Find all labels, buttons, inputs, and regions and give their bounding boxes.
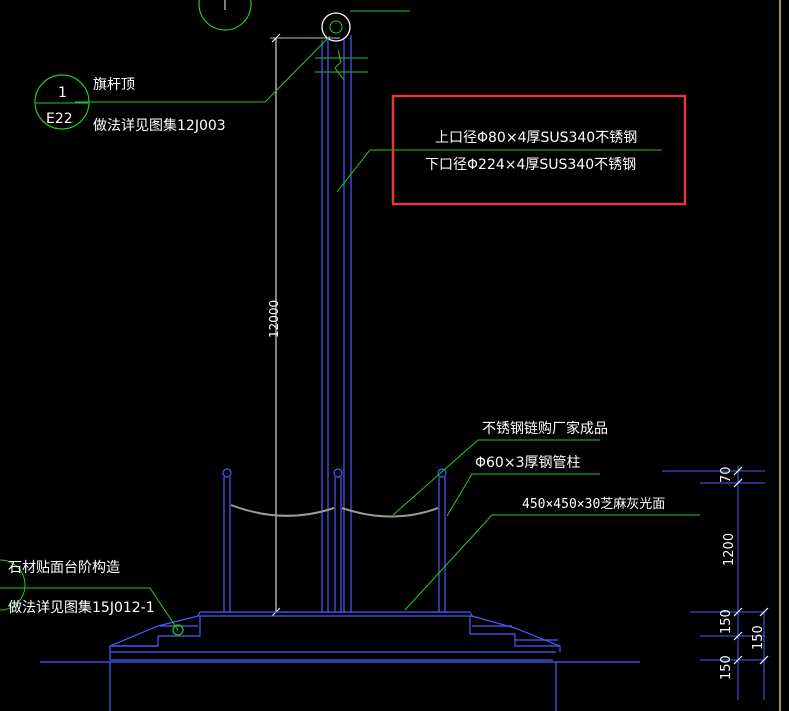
steps-callout-reference: 做法详见图集15J012-1 <box>8 599 155 616</box>
chain-label: 不锈钢链购厂家成品 <box>482 420 608 437</box>
pole-spec-leader <box>336 149 662 193</box>
pole-spec-highlight-box <box>391 94 687 206</box>
dim-150-c: 150 <box>719 655 734 680</box>
right-dimension-ticks <box>733 466 769 665</box>
pole-height-dimension: 12000 <box>267 33 340 617</box>
top-callout-reference: 做法详见图集12J003 <box>93 117 226 134</box>
steps-callout-name: 石材贴面台阶构造 <box>8 560 120 576</box>
pole-break-symbol <box>315 49 368 81</box>
railing-posts <box>222 468 447 612</box>
flagpole-top-callout: 1 E22 旗杆顶 做法详见图集12J003 <box>34 74 226 134</box>
flagpole-top-pulley <box>321 10 410 42</box>
dim-70: 70 <box>719 466 734 483</box>
top-callout-name: 旗杆顶 <box>93 77 135 93</box>
railing-chains <box>230 504 439 518</box>
post-label-leader <box>446 473 600 517</box>
surface-label: 450×450×30芝麻灰光面 <box>522 496 665 512</box>
dim-150-b: 150 <box>751 625 766 650</box>
chain-label-leader <box>392 439 600 516</box>
steps-callout: 石材贴面台阶构造 做法详见图集15J012-1 <box>0 559 184 636</box>
top-callout-sheet: E22 <box>46 111 73 127</box>
pole-spec-line2: 下口径Φ224×4厚SUS340不锈钢 <box>425 157 636 173</box>
top-detail-marker <box>198 0 252 31</box>
dim-150-a: 150 <box>719 609 734 634</box>
top-callout-detail-number: 1 <box>58 85 67 101</box>
surface-label-leader <box>404 514 700 611</box>
pole-height-value: 12000 <box>267 300 281 338</box>
platform-base <box>40 611 640 711</box>
pole-spec-line1: 上口径Φ80×4厚SUS340不锈钢 <box>435 130 637 146</box>
right-dimension-chain <box>662 466 765 700</box>
flagpole-shaft <box>321 35 352 612</box>
post-label: Φ60×3厚钢管柱 <box>475 455 580 471</box>
top-callout-leader <box>75 35 331 103</box>
dim-1200: 1200 <box>722 533 737 566</box>
